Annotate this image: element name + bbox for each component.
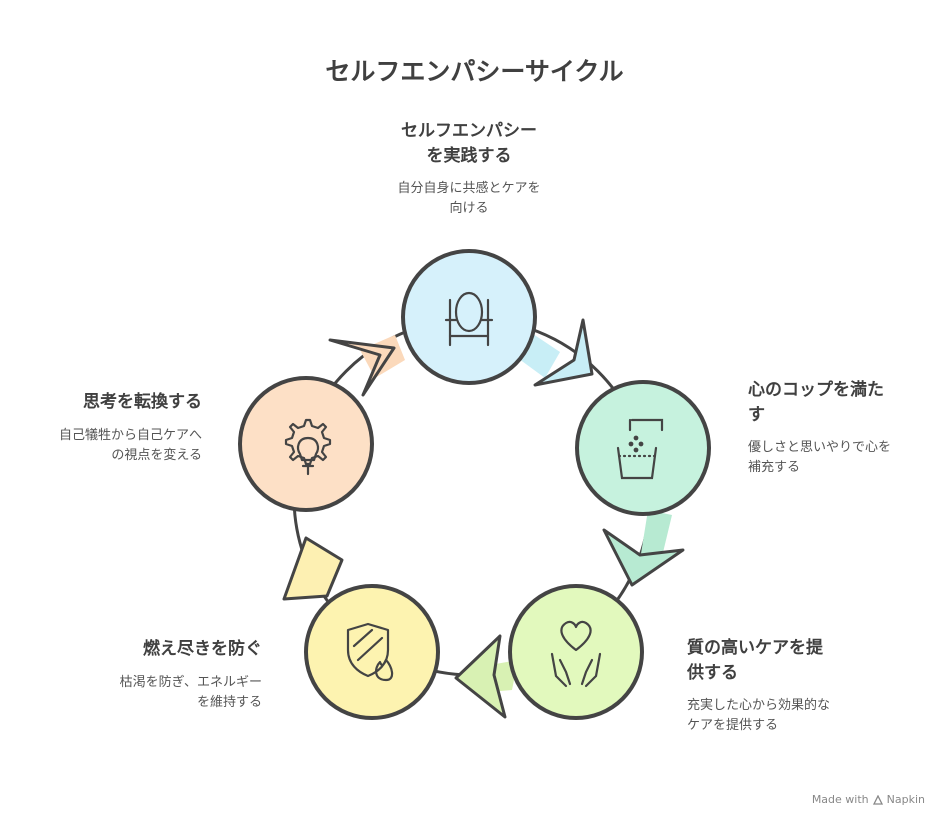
arrow-segment-2	[602, 510, 685, 587]
arrow-segment-3	[454, 634, 518, 719]
step-4-description: 枯渇を防ぎ、エネルギー を維持する	[119, 675, 262, 710]
step-2-description: 優しさと思いやりで心を 補充する	[748, 440, 892, 475]
arrow-segment-4	[282, 536, 344, 601]
step-circle-1	[401, 249, 537, 385]
step-circle-5	[238, 376, 374, 512]
step-1-title: セルフエンパシー を実践する	[401, 121, 537, 166]
step-4-title: 燃え尽きを防ぐ	[143, 639, 262, 659]
arrow-segment-5	[328, 335, 405, 397]
faucet-cup-icon	[616, 418, 664, 480]
diagram-title: セルフエンパシーサイクル	[325, 57, 624, 86]
napkin-brand-label: Napkin	[886, 793, 925, 806]
napkin-logo-icon	[872, 794, 883, 805]
step-circle-3	[508, 584, 644, 720]
mirror-icon	[444, 291, 494, 347]
shield-flame-icon	[346, 622, 394, 682]
step-circle-4	[304, 584, 440, 720]
step-3-title: 質の高いケアを提 供する	[687, 638, 823, 683]
step-circle-2	[575, 380, 711, 516]
step-3-description: 充実した心から効果的な ケアを提供する	[687, 698, 831, 733]
heart-hands-icon	[550, 620, 602, 688]
step-5-description: 自己犠牲から自己ケアへ の視点を変える	[58, 428, 202, 463]
step-2-title: 心のコップを満た す	[748, 380, 884, 425]
gear-bulb-icon	[284, 418, 332, 476]
step-5-title: 思考を転換する	[83, 392, 202, 412]
step-1-description: 自分自身に共感とケアを 向ける	[397, 181, 541, 216]
made-with-label: Made with	[811, 793, 869, 806]
made-with-napkin-badge[interactable]: Made with Napkin	[812, 793, 925, 806]
